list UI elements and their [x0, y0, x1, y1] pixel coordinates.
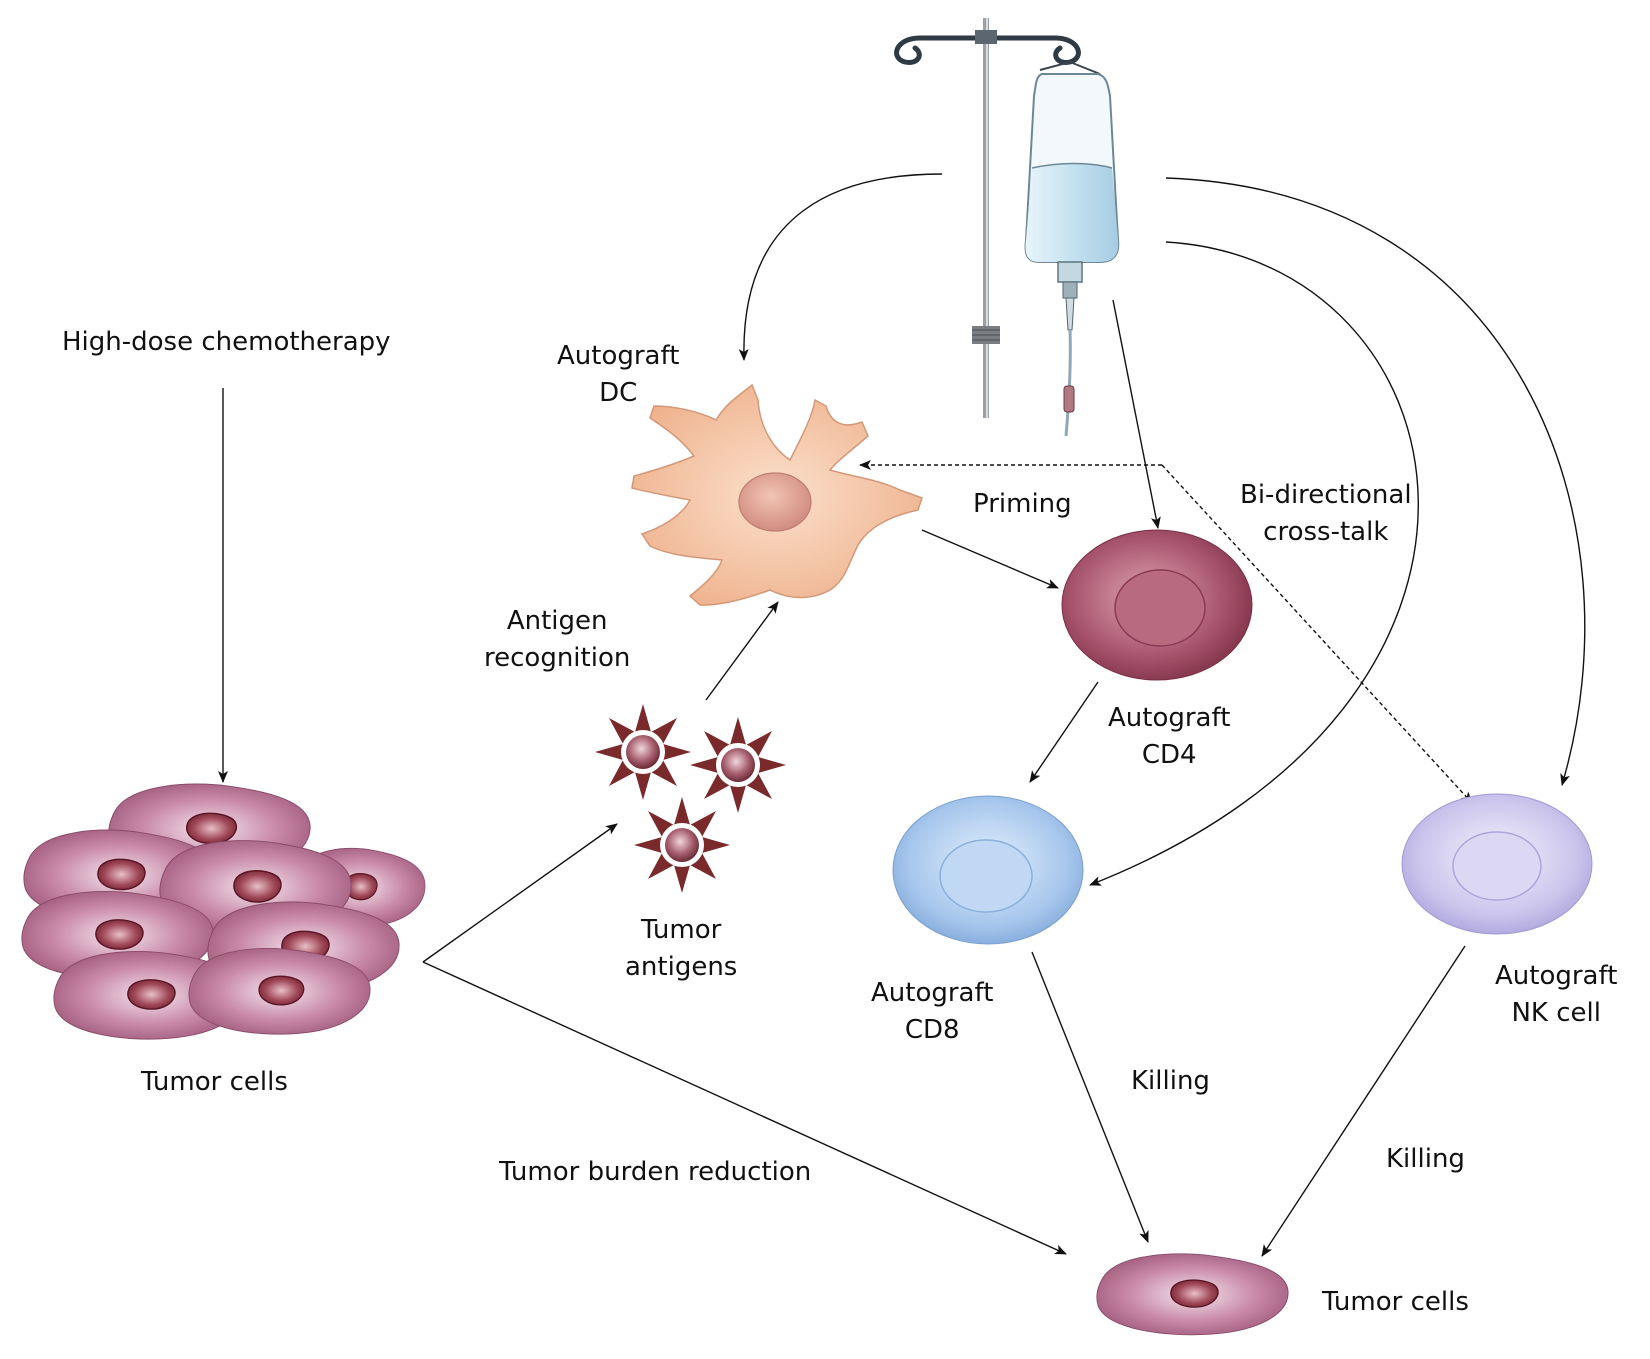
arrow-nk-killing	[1261, 945, 1466, 1257]
nk-cell-icon	[1401, 793, 1593, 935]
arrows	[218, 173, 1586, 1257]
arrow-antigen-to-dc	[705, 601, 779, 701]
label-tumor-cells-right: Tumor cells	[1322, 1287, 1469, 1317]
label-killing-nk: Killing	[1386, 1144, 1465, 1174]
arrow-iv-to-cd4	[1112, 299, 1161, 529]
label-tumor-burden-reduction: Tumor burden reduction	[499, 1157, 812, 1187]
arrow-cd4-to-cd8	[1029, 681, 1099, 783]
arrow-cd8-killing	[1031, 951, 1149, 1243]
arrow-iv-to-dc	[738, 173, 943, 361]
label-tumor-cells-left: Tumor cells	[141, 1067, 288, 1097]
tumor-cells-cluster	[21, 783, 426, 1040]
cd4-cell-icon	[1061, 529, 1253, 681]
arrow-iv-to-cd8	[1089, 241, 1419, 886]
tumor-cell-icon	[1096, 1253, 1289, 1336]
label-priming: Priming	[973, 489, 1072, 519]
dendritic-cell-icon	[631, 383, 923, 606]
arrow-iv-to-nk	[1165, 177, 1586, 786]
label-killing-cd8: Killing	[1131, 1066, 1210, 1096]
tumor-antigen-icon	[595, 704, 786, 893]
arrow-tumor-burden-reduction	[422, 961, 1067, 1255]
cd8-cell-icon	[892, 795, 1084, 945]
label-high-dose-chemotherapy: High-dose chemotherapy	[62, 327, 391, 357]
arrow-dc-to-cd4	[921, 529, 1059, 589]
iv-drip-bag-icon	[894, 18, 1120, 437]
arrow-tumor-to-antigen	[422, 823, 618, 963]
